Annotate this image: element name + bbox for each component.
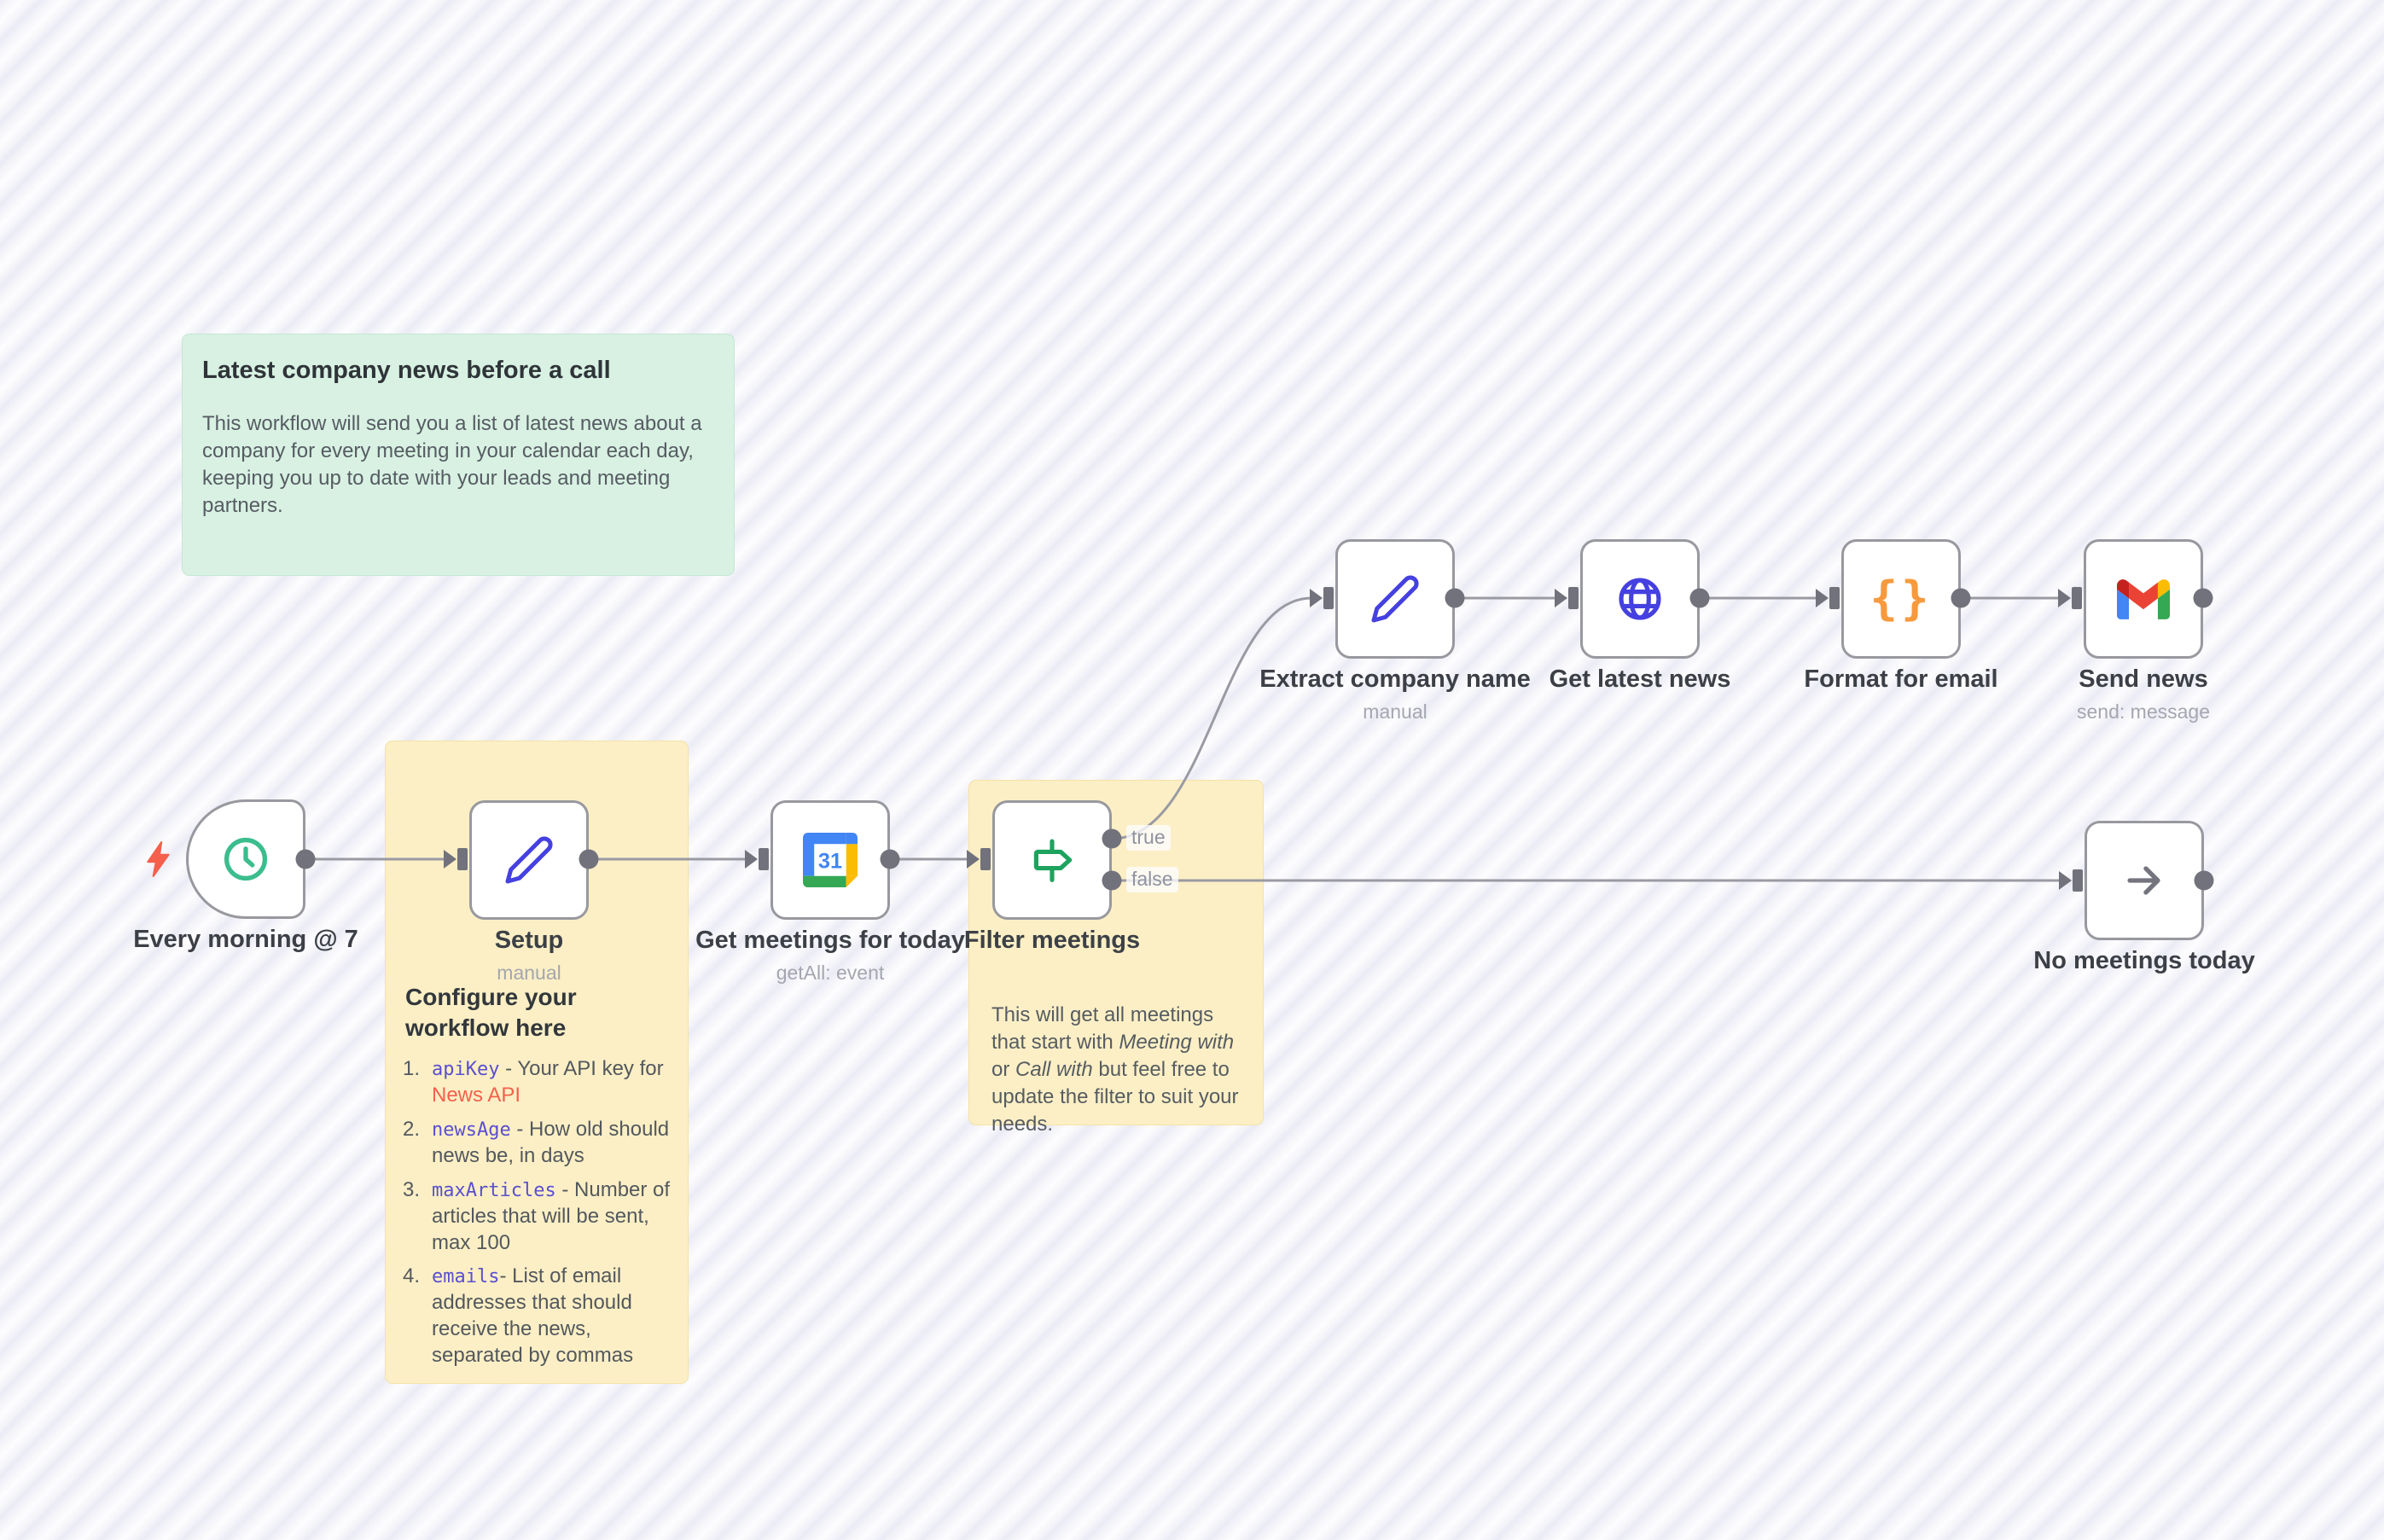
node-extract-company-name[interactable]: Extract company name manual	[1259, 539, 1531, 723]
node-label: Every morning @ 7	[133, 926, 358, 953]
list-item: 1. apiKey - Your API key for News API	[403, 1056, 664, 1107]
code-token: maxArticles	[432, 1179, 556, 1201]
node-label: Setup	[494, 927, 564, 954]
gmail-icon	[2117, 578, 2170, 619]
node-label: Format for email	[1804, 665, 1998, 693]
node-filter-meetings[interactable]: Filter meetings	[964, 800, 1140, 954]
node-label: Extract company name	[1259, 665, 1531, 693]
setup-note-list: 1. apiKey - Your API key for News API 2.…	[403, 1056, 674, 1369]
node-setup[interactable]: Setup manual	[469, 800, 589, 984]
node-label: Get latest news	[1549, 665, 1731, 693]
node-no-meetings-today[interactable]: No meetings today	[2033, 821, 2255, 974]
code-token: newsAge	[432, 1119, 511, 1141]
filter-note-body: This will get all meetings that start wi…	[991, 1003, 1239, 1136]
node-label: Get meetings for today	[695, 927, 965, 954]
list-item: 3. maxArticles - Number of articles that…	[403, 1177, 671, 1254]
sticky-note-body: This workflow will send you a list of la…	[202, 412, 702, 517]
sticky-note-title: Latest company news before a call	[202, 357, 611, 384]
svg-text:31: 31	[818, 849, 842, 873]
signpost-icon	[1033, 839, 1073, 882]
braces-icon: {}	[1869, 572, 1933, 625]
node-label: Send news	[2079, 665, 2208, 693]
output-label-false: false	[1126, 867, 1178, 892]
setup-note-heading: Configure your workflow here	[405, 984, 577, 1042]
node-label: Filter meetings	[963, 927, 1141, 954]
sticky-note-overview[interactable]: Latest company news before a call This w…	[182, 334, 735, 576]
google-calendar-icon: 31	[803, 833, 858, 887]
arrow-right-icon	[2127, 866, 2160, 895]
pencil-icon	[1371, 575, 1419, 623]
node-get-meetings[interactable]: 31 Get meetings for today getAll: event	[695, 800, 965, 984]
list-item: 4. emails- List of email addresses that …	[403, 1264, 634, 1368]
node-label: No meetings today	[2033, 947, 2255, 974]
code-token: emails	[432, 1266, 500, 1288]
lightning-bolt-icon	[147, 841, 170, 877]
node-get-latest-news[interactable]: Get latest news	[1550, 539, 1730, 693]
globe-icon	[1619, 578, 1661, 620]
pencil-icon	[505, 836, 553, 884]
node-sublabel: manual	[1363, 700, 1427, 723]
node-sublabel: manual	[497, 962, 561, 984]
news-api-link[interactable]: News API	[432, 1083, 521, 1107]
clock-icon	[224, 837, 268, 881]
list-item: 2. newsAge - How old should news be, in …	[403, 1117, 670, 1167]
node-every-morning[interactable]: Every morning @ 7	[133, 799, 358, 953]
node-sublabel: getAll: event	[776, 962, 885, 984]
node-format-for-email[interactable]: {} Format for email	[1804, 539, 1998, 693]
output-label-true: true	[1126, 825, 1171, 851]
node-send-news[interactable]: Send news send: message	[2077, 539, 2210, 723]
code-token: apiKey	[432, 1058, 500, 1080]
node-sublabel: send: message	[2077, 700, 2210, 723]
